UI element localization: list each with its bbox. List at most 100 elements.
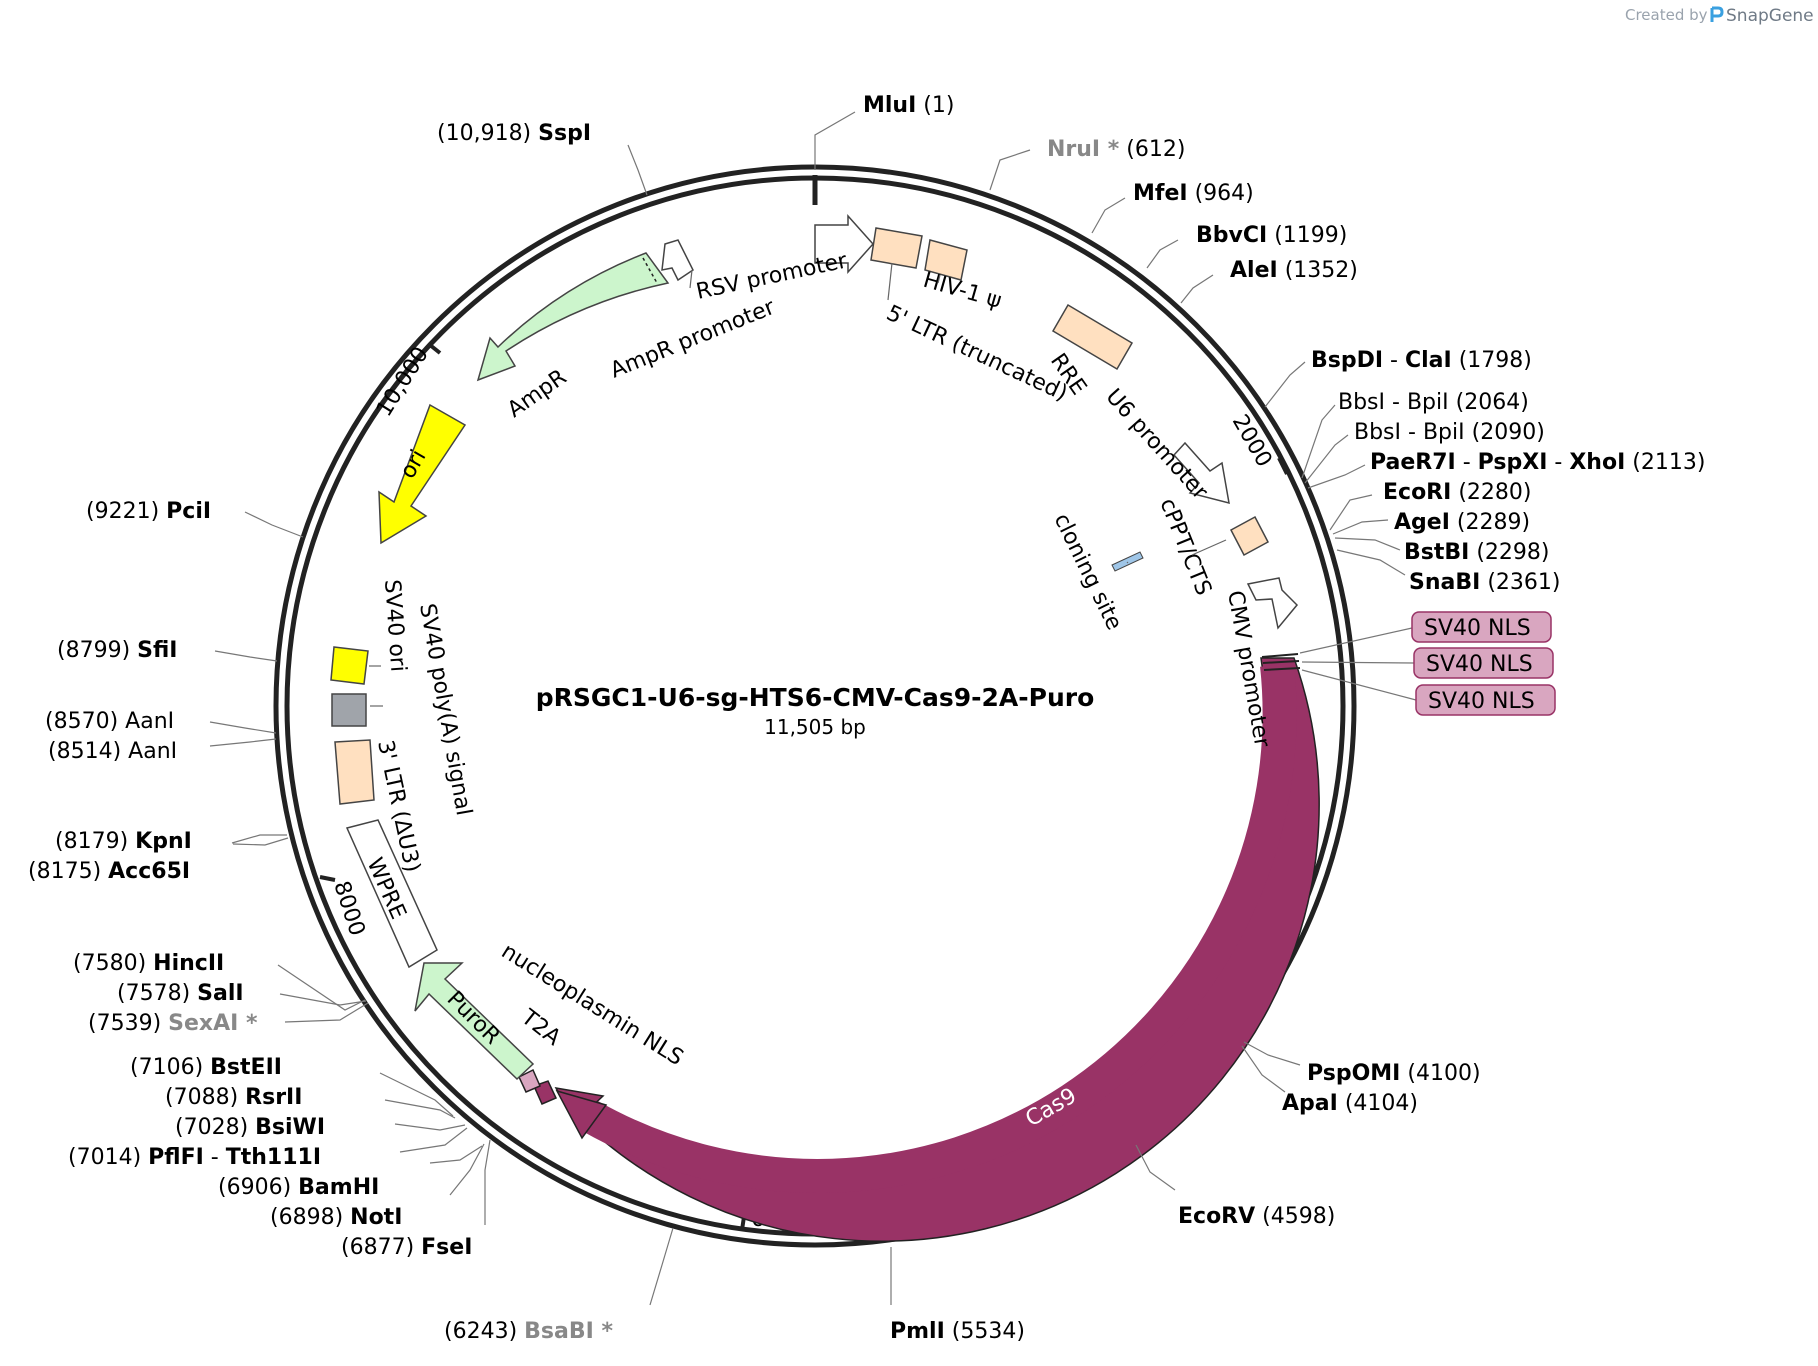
feature-sv40-polya — [331, 693, 367, 727]
site-position: (8175) — [28, 859, 101, 884]
site-position: (8514) — [48, 739, 121, 764]
site-position: (6243) — [444, 1319, 517, 1344]
nls-badge-2 — [1413, 647, 1554, 679]
site-label-9: EcoRI (2280) — [1383, 480, 1531, 505]
site-position: (2113) — [1632, 450, 1705, 475]
feature-leaders — [369, 262, 1227, 707]
site-position: (8570) — [45, 709, 118, 734]
feature-cas9-body — [581, 663, 1297, 1193]
site-name: ClaI — [1405, 348, 1452, 373]
site-label-16: PmlI (5534) — [890, 1319, 1025, 1344]
site-label-0: MluI (1) — [863, 93, 954, 118]
site-position: (612) — [1126, 137, 1185, 162]
site-position: (5534) — [952, 1319, 1025, 1344]
site-name: AanI — [125, 709, 174, 734]
site-position: (1352) — [1285, 258, 1358, 283]
site-name: PspOMI — [1307, 1061, 1400, 1086]
site-position: (964) — [1195, 181, 1254, 206]
site-label-33: (9221) PciI — [86, 499, 211, 524]
site-label-10: AgeI (2289) — [1394, 510, 1530, 535]
feature-label-sv40-ori: SV40 ori — [379, 579, 410, 673]
site-label-21: (7014) PflFI - Tth111I — [68, 1145, 321, 1170]
tick-label-10000: 10,000 — [372, 343, 434, 422]
nls-label-1: SV40 NLS — [1424, 616, 1531, 641]
feature-label-cloning-site: cloning site — [1049, 510, 1127, 635]
site-position: (8179) — [55, 829, 128, 854]
site-position: (4100) — [1407, 1061, 1480, 1086]
feature-3ltr — [334, 739, 375, 805]
site-name: KpnI — [135, 829, 192, 854]
site-position: (7088) — [165, 1085, 238, 1110]
site-position: (7578) — [117, 981, 190, 1006]
site-label-27: (7580) HincII — [73, 951, 224, 976]
site-name: Tth111I — [226, 1145, 321, 1170]
site-label-26: (7578) SalI — [117, 981, 244, 1006]
site-position: (6898) — [270, 1205, 343, 1230]
site-name: NruI * — [1047, 137, 1120, 162]
site-position: (7106) — [130, 1055, 203, 1080]
site-label-17: (6243) BsaBI * — [444, 1319, 613, 1344]
site-name: BsaBI * — [524, 1319, 613, 1344]
site-label-2: MfeI (964) — [1133, 181, 1254, 206]
nls-label-2: SV40 NLS — [1426, 652, 1533, 677]
site-position: (10,918) — [437, 121, 531, 146]
site-label-28: (8175) Acc65I — [28, 859, 190, 884]
site-position: (7580) — [73, 951, 146, 976]
feature-label-nucleoplasmin-nls: nucleoplasmin NLS — [497, 939, 688, 1071]
feature-label-ampr: AmpR — [503, 365, 571, 423]
site-label-23: (7088) RsrII — [165, 1085, 302, 1110]
feature-cloning-site — [1111, 551, 1144, 572]
feature-label-rsv-promoter: RSV promoter — [694, 248, 850, 305]
site-name: SfiI — [137, 638, 177, 663]
site-position: (7539) — [88, 1011, 161, 1036]
site-name: PciI — [166, 499, 211, 524]
site-name: PspXI — [1478, 450, 1548, 475]
site-name: NotI — [350, 1205, 402, 1230]
site-name: EcoRI — [1383, 480, 1451, 505]
feature-label-cppt-cts: cPPT/CTS — [1154, 495, 1215, 599]
nls-badge-1 — [1411, 611, 1552, 643]
site-name: MluI — [863, 93, 916, 118]
site-label-7: BbsI - BpiI (2090) — [1354, 420, 1545, 445]
restriction-site-labels: MluI (1) NruI * (612) MfeI (964) BbvCI (119… — [28, 93, 1705, 1344]
feature-ori — [378, 403, 467, 545]
feature-cmv-promoter — [1246, 577, 1299, 630]
site-name: FseI — [421, 1235, 472, 1260]
site-label-34: (10,918) SspI — [437, 121, 591, 146]
site-label-30: (8514) AanI — [48, 739, 177, 764]
site-name: SexAI * — [168, 1011, 258, 1036]
feature-label-u6-promoter: U6 promoter — [1101, 384, 1213, 505]
feature-rsv-promoter — [814, 214, 875, 274]
site-name: MfeI — [1133, 181, 1188, 206]
site-name: AleI — [1230, 258, 1278, 283]
nls-label-3: SV40 NLS — [1428, 689, 1535, 714]
site-position: (4104) — [1345, 1091, 1418, 1116]
site-name: XhoI — [1569, 450, 1625, 475]
site-name: BpiI — [1423, 420, 1465, 445]
site-name: SalI — [197, 981, 243, 1006]
feature-u6-promoter — [1172, 441, 1230, 505]
site-label-8: PaeR7I - PspXI - XhoI (2113) — [1370, 450, 1705, 475]
site-label-5: BspDI - ClaI (1798) — [1311, 348, 1532, 373]
site-label-32: (8799) SfiI — [57, 638, 178, 663]
site-position: (1798) — [1459, 348, 1532, 373]
feature-5ltr — [870, 227, 923, 269]
site-name: BamHI — [298, 1175, 379, 1200]
site-name: PflFI — [148, 1145, 204, 1170]
watermark-brand: SnapGene — [1726, 6, 1814, 26]
site-name: ApaI — [1282, 1091, 1338, 1116]
site-name: SnaBI — [1409, 570, 1480, 595]
site-name: HincII — [153, 951, 224, 976]
feature-puror — [414, 962, 535, 1081]
site-position: (7028) — [175, 1115, 248, 1140]
feature-label-ampr-promoter: AmpR promoter — [607, 295, 779, 384]
site-position: (2289) — [1457, 510, 1530, 535]
site-position: (7014) — [68, 1145, 141, 1170]
feature-ampr — [476, 252, 670, 382]
feature-rre — [1051, 303, 1134, 371]
watermark-prefix: Created by — [1625, 6, 1708, 24]
feature-cppt-cts — [1229, 515, 1270, 557]
site-label-3: BbvCI (1199) — [1196, 223, 1347, 248]
site-position: (6906) — [218, 1175, 291, 1200]
